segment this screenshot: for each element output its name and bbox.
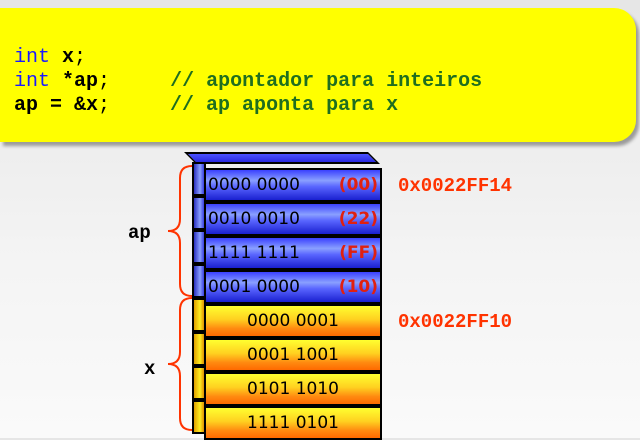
memory-cell-x-1: 0001 1001: [204, 338, 382, 372]
cell-bits: 0001 0000: [208, 277, 300, 297]
code-box: int x; int *ap; // apontador para inteir…: [0, 8, 636, 142]
code-pad: [110, 70, 170, 93]
memory-cell-ap-1: 0010 0010 (22): [204, 202, 382, 236]
stack-top-cap: [184, 152, 380, 164]
memory-cell-x-2: 0101 1010: [204, 372, 382, 406]
code-text: ap = &x: [14, 94, 99, 117]
ap-brace-icon: [167, 165, 193, 297]
code-comment: // ap aponta para x: [170, 94, 399, 117]
code-comment: // apontador para inteiros: [170, 70, 483, 93]
code-line-1: int x;: [14, 46, 636, 70]
cell-bits: 0001 1001: [247, 345, 339, 365]
memory-cell-ap-3: 0001 0000 (10): [204, 270, 382, 304]
keyword-int: int: [14, 70, 51, 93]
keyword-int: int: [14, 46, 51, 69]
x-brace-icon: [167, 297, 193, 431]
memory-cell-x-0: 0000 0001: [204, 304, 382, 338]
memory-cell-ap-2: 1111 1111 (FF): [204, 236, 382, 270]
cell-hex: (10): [338, 277, 378, 297]
cell-bits: 1111 1111: [208, 243, 300, 263]
semicolon: ;: [98, 70, 111, 93]
semicolon: ;: [98, 94, 111, 117]
semicolon: ;: [74, 46, 87, 69]
cell-bits: 1111 0101: [247, 413, 339, 433]
ap-label: ap: [128, 222, 151, 244]
code-text: *ap: [50, 70, 99, 93]
memory-cell-x-3: 1111 0101: [204, 406, 382, 440]
code-line-2: int *ap; // apontador para inteiros: [14, 70, 636, 94]
cell-bits: 0000 0001: [247, 311, 339, 331]
cell-hex: (22): [338, 209, 378, 229]
cell-bits: 0000 0000: [208, 175, 300, 195]
cell-bits: 0101 1010: [247, 379, 339, 399]
address-x: 0x0022FF10: [398, 311, 513, 333]
cell-bits: 0010 0010: [208, 209, 300, 229]
code-pad: [110, 94, 170, 117]
code-line-3: ap = &x; // ap aponta para x: [14, 94, 636, 118]
code-text: x: [50, 46, 75, 69]
x-label: x: [144, 358, 156, 380]
cell-hex: (00): [338, 175, 378, 195]
cell-hex: (FF): [339, 243, 378, 263]
address-ap: 0x0022FF14: [398, 175, 513, 197]
memory-cell-ap-0: 0000 0000 (00): [204, 168, 382, 202]
